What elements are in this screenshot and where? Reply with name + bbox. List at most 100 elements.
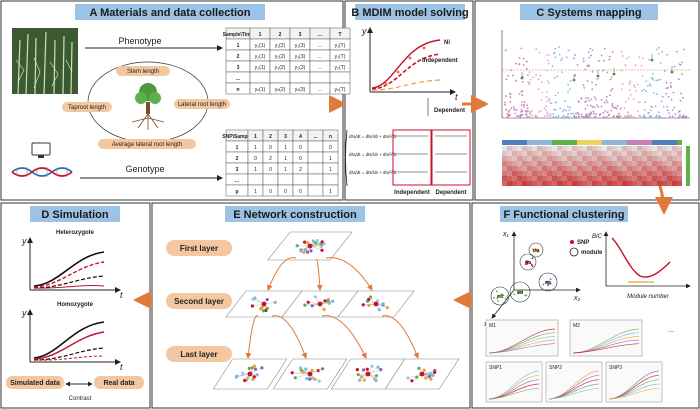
heatmap-header-cell (502, 140, 507, 145)
manhattan-point (521, 101, 523, 103)
heatmap-cell (547, 171, 552, 176)
heatmap-cell (572, 146, 577, 151)
manhattan-point (677, 116, 680, 118)
heatmap-cell (657, 166, 662, 171)
heatmap-cell (637, 176, 642, 181)
table2-cell-text: 1 (236, 145, 239, 151)
network-node (260, 366, 264, 370)
manhattan-point (590, 104, 592, 107)
table2-cell-text: 1 (254, 134, 257, 140)
manhattan-point (609, 78, 612, 81)
heatmap-cell (652, 171, 657, 176)
heatmap-cell (552, 151, 557, 156)
network-node (362, 378, 366, 382)
heatmap-cell (502, 171, 507, 176)
table2-cell-text: 1 (254, 167, 257, 173)
manhattan-point (582, 57, 585, 60)
heatmap-cell (567, 176, 572, 181)
manhattan-point (617, 115, 620, 117)
heatmap-cell (542, 171, 547, 176)
heatmap-cell (562, 176, 567, 181)
table2-cell-text: 2 (299, 167, 302, 173)
heatmap-cell (522, 176, 527, 181)
heatmap-cell (602, 181, 607, 186)
heatmap-cell (582, 156, 587, 161)
het-curve-2 (33, 261, 105, 288)
manhattan-point (665, 81, 668, 84)
manhattan-point (649, 84, 652, 87)
heatmap-cell (582, 151, 587, 156)
network-node (415, 375, 419, 379)
table1-cell-text: y₃(T) (335, 65, 346, 71)
bic-label: BIC (592, 234, 603, 240)
heatmap-header-cell (672, 140, 677, 145)
heatmap-cell (642, 151, 647, 156)
heatmap-cell (522, 181, 527, 186)
heatmap-header-cell (607, 140, 612, 145)
manhattan-point (628, 83, 631, 86)
curve-dependent (371, 79, 441, 91)
heatmap-cell (532, 151, 537, 156)
manhattan-point (659, 62, 662, 64)
table2-cell-text: ... (235, 178, 240, 184)
heatmap-cell (652, 166, 657, 171)
heatmap-header-cell (532, 140, 537, 145)
manhattan-point (557, 114, 560, 117)
network-node (320, 367, 325, 371)
manhattan-point (504, 104, 506, 106)
manhattan-point (666, 109, 669, 112)
manhattan-point (528, 116, 531, 118)
heatmap-cell (652, 176, 657, 181)
snp-point (538, 250, 540, 253)
heatmap-header-cell (647, 140, 652, 145)
het-curve-4 (33, 285, 105, 289)
manhattan-point (682, 114, 685, 117)
manhattan-peak (670, 70, 674, 74)
heatmap-cell (597, 181, 602, 186)
manhattan-point (545, 54, 548, 57)
heatmap-cell (662, 161, 667, 166)
manhattan-point (661, 95, 664, 98)
independent-term-box (392, 129, 432, 186)
snp-point (525, 261, 528, 263)
manhattan-point (603, 116, 605, 118)
panel-a-title-bg (75, 4, 265, 20)
network-node (379, 368, 383, 372)
manhattan-point (553, 52, 556, 54)
heatmap-cell (662, 156, 667, 161)
network-node (234, 375, 238, 379)
table2-cell-text: n (329, 134, 332, 140)
manhattan-point (645, 80, 648, 83)
heatmap-cell (587, 146, 592, 151)
heatmap-cell (597, 146, 602, 151)
heatmap-cell (592, 161, 597, 166)
manhattan-point (645, 90, 647, 93)
table2-cell-text: 0 (299, 156, 302, 162)
last-layer-box (166, 346, 232, 362)
manhattan-point (588, 65, 591, 67)
layer-arrow (245, 315, 259, 359)
network-node (252, 364, 256, 368)
snp-point (521, 290, 523, 293)
heatmap-cell (567, 151, 572, 156)
heatmap-cell (677, 151, 682, 156)
manhattan-point (582, 115, 585, 118)
manhattan-point (538, 111, 540, 113)
col-independent: Independent (394, 190, 430, 196)
manhattan-point (532, 76, 534, 79)
heatmap-cell (502, 181, 507, 186)
module-circle (528, 242, 544, 258)
snp-point (497, 300, 499, 302)
heatmap-cell (622, 146, 627, 151)
table1-cell-text: y₂(T) (335, 54, 346, 60)
heatmap-cell (632, 171, 637, 176)
heatmap-cell (632, 176, 637, 181)
heatmap-header-cell (597, 140, 602, 145)
heatmap-cell (607, 181, 612, 186)
manhattan-point (554, 101, 557, 104)
manhattan-point (634, 86, 636, 89)
table1-cell-text: 1 (259, 32, 262, 38)
heatmap-cell (542, 166, 547, 171)
snp-point (513, 286, 515, 289)
heatmap-cell (567, 156, 572, 161)
